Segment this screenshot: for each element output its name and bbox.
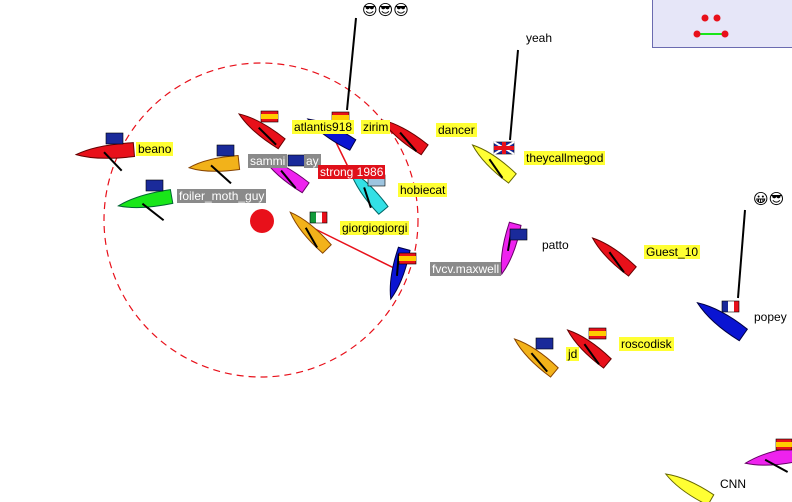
player-label-sammy: sammi bbox=[248, 154, 288, 168]
boat-beano[interactable] bbox=[74, 142, 136, 174]
flag-italy-icon bbox=[309, 211, 328, 224]
flag-france-icon bbox=[721, 300, 740, 313]
emote-sunglasses-icon: 😎😎😎 bbox=[362, 1, 409, 19]
player-label-strong1986: strong 1986 bbox=[318, 165, 386, 179]
boat-theycallmegod[interactable] bbox=[468, 140, 517, 184]
emote-smiley-icon: 😀😎 bbox=[753, 190, 785, 208]
player-label-theycallmegod: theycallmegod bbox=[524, 151, 606, 165]
minimap-icon bbox=[693, 14, 729, 38]
boat-giorgiogiorgi[interactable] bbox=[286, 208, 332, 254]
player-label-tay: ay bbox=[304, 154, 321, 168]
player-label-giorgiogiorgi: giorgiogiorgi bbox=[340, 221, 410, 235]
player-label-dancer: dancer bbox=[436, 123, 477, 137]
boat-zirim[interactable] bbox=[378, 115, 429, 156]
emote-leader-line-right bbox=[737, 209, 746, 299]
boat-jd[interactable] bbox=[510, 334, 559, 378]
boat-atlantis918[interactable] bbox=[235, 109, 286, 150]
player-label-foiler-moth-guy: foiler_moth_guy bbox=[177, 189, 267, 203]
minimap-panel[interactable] bbox=[652, 0, 792, 48]
player-label-cnn: CNN bbox=[720, 477, 746, 491]
course-boundary-circle bbox=[103, 62, 419, 378]
player-label-fvcv-maxwell: fvcv.maxwell bbox=[430, 262, 502, 276]
emote-leader-line bbox=[346, 17, 357, 111]
boat-cnn-magenta[interactable] bbox=[744, 446, 792, 479]
player-label-hobiecat: hobiecat bbox=[398, 183, 448, 197]
player-label-jd: jd bbox=[566, 347, 580, 361]
interaction-line bbox=[312, 227, 403, 273]
boat-sammy[interactable] bbox=[187, 154, 241, 187]
player-label-roscodisk: roscodisk bbox=[619, 337, 674, 351]
boat-foiler-moth-guy[interactable] bbox=[117, 189, 175, 227]
boat-guest-10[interactable] bbox=[588, 233, 637, 277]
chat-bubble-yeah: yeah bbox=[526, 31, 553, 45]
player-label-patto: patto bbox=[542, 238, 569, 252]
player-label-guest-10: Guest_10 bbox=[644, 245, 701, 259]
boat-popey[interactable] bbox=[693, 297, 748, 342]
player-label-atlantis918: atlantis918 bbox=[292, 120, 355, 134]
course-mark-buoy[interactable] bbox=[250, 209, 274, 233]
chat-leader-line bbox=[509, 49, 519, 141]
player-label-beano: beano bbox=[136, 142, 174, 156]
player-label-popey: popey bbox=[754, 310, 787, 324]
player-label-zirim: zirim bbox=[361, 120, 391, 134]
flag-spain-icon bbox=[260, 110, 792, 451]
boat-cnn-yellow[interactable] bbox=[663, 468, 715, 502]
boat-roscodisk[interactable] bbox=[563, 325, 612, 369]
flag-uk-icon bbox=[493, 141, 515, 155]
